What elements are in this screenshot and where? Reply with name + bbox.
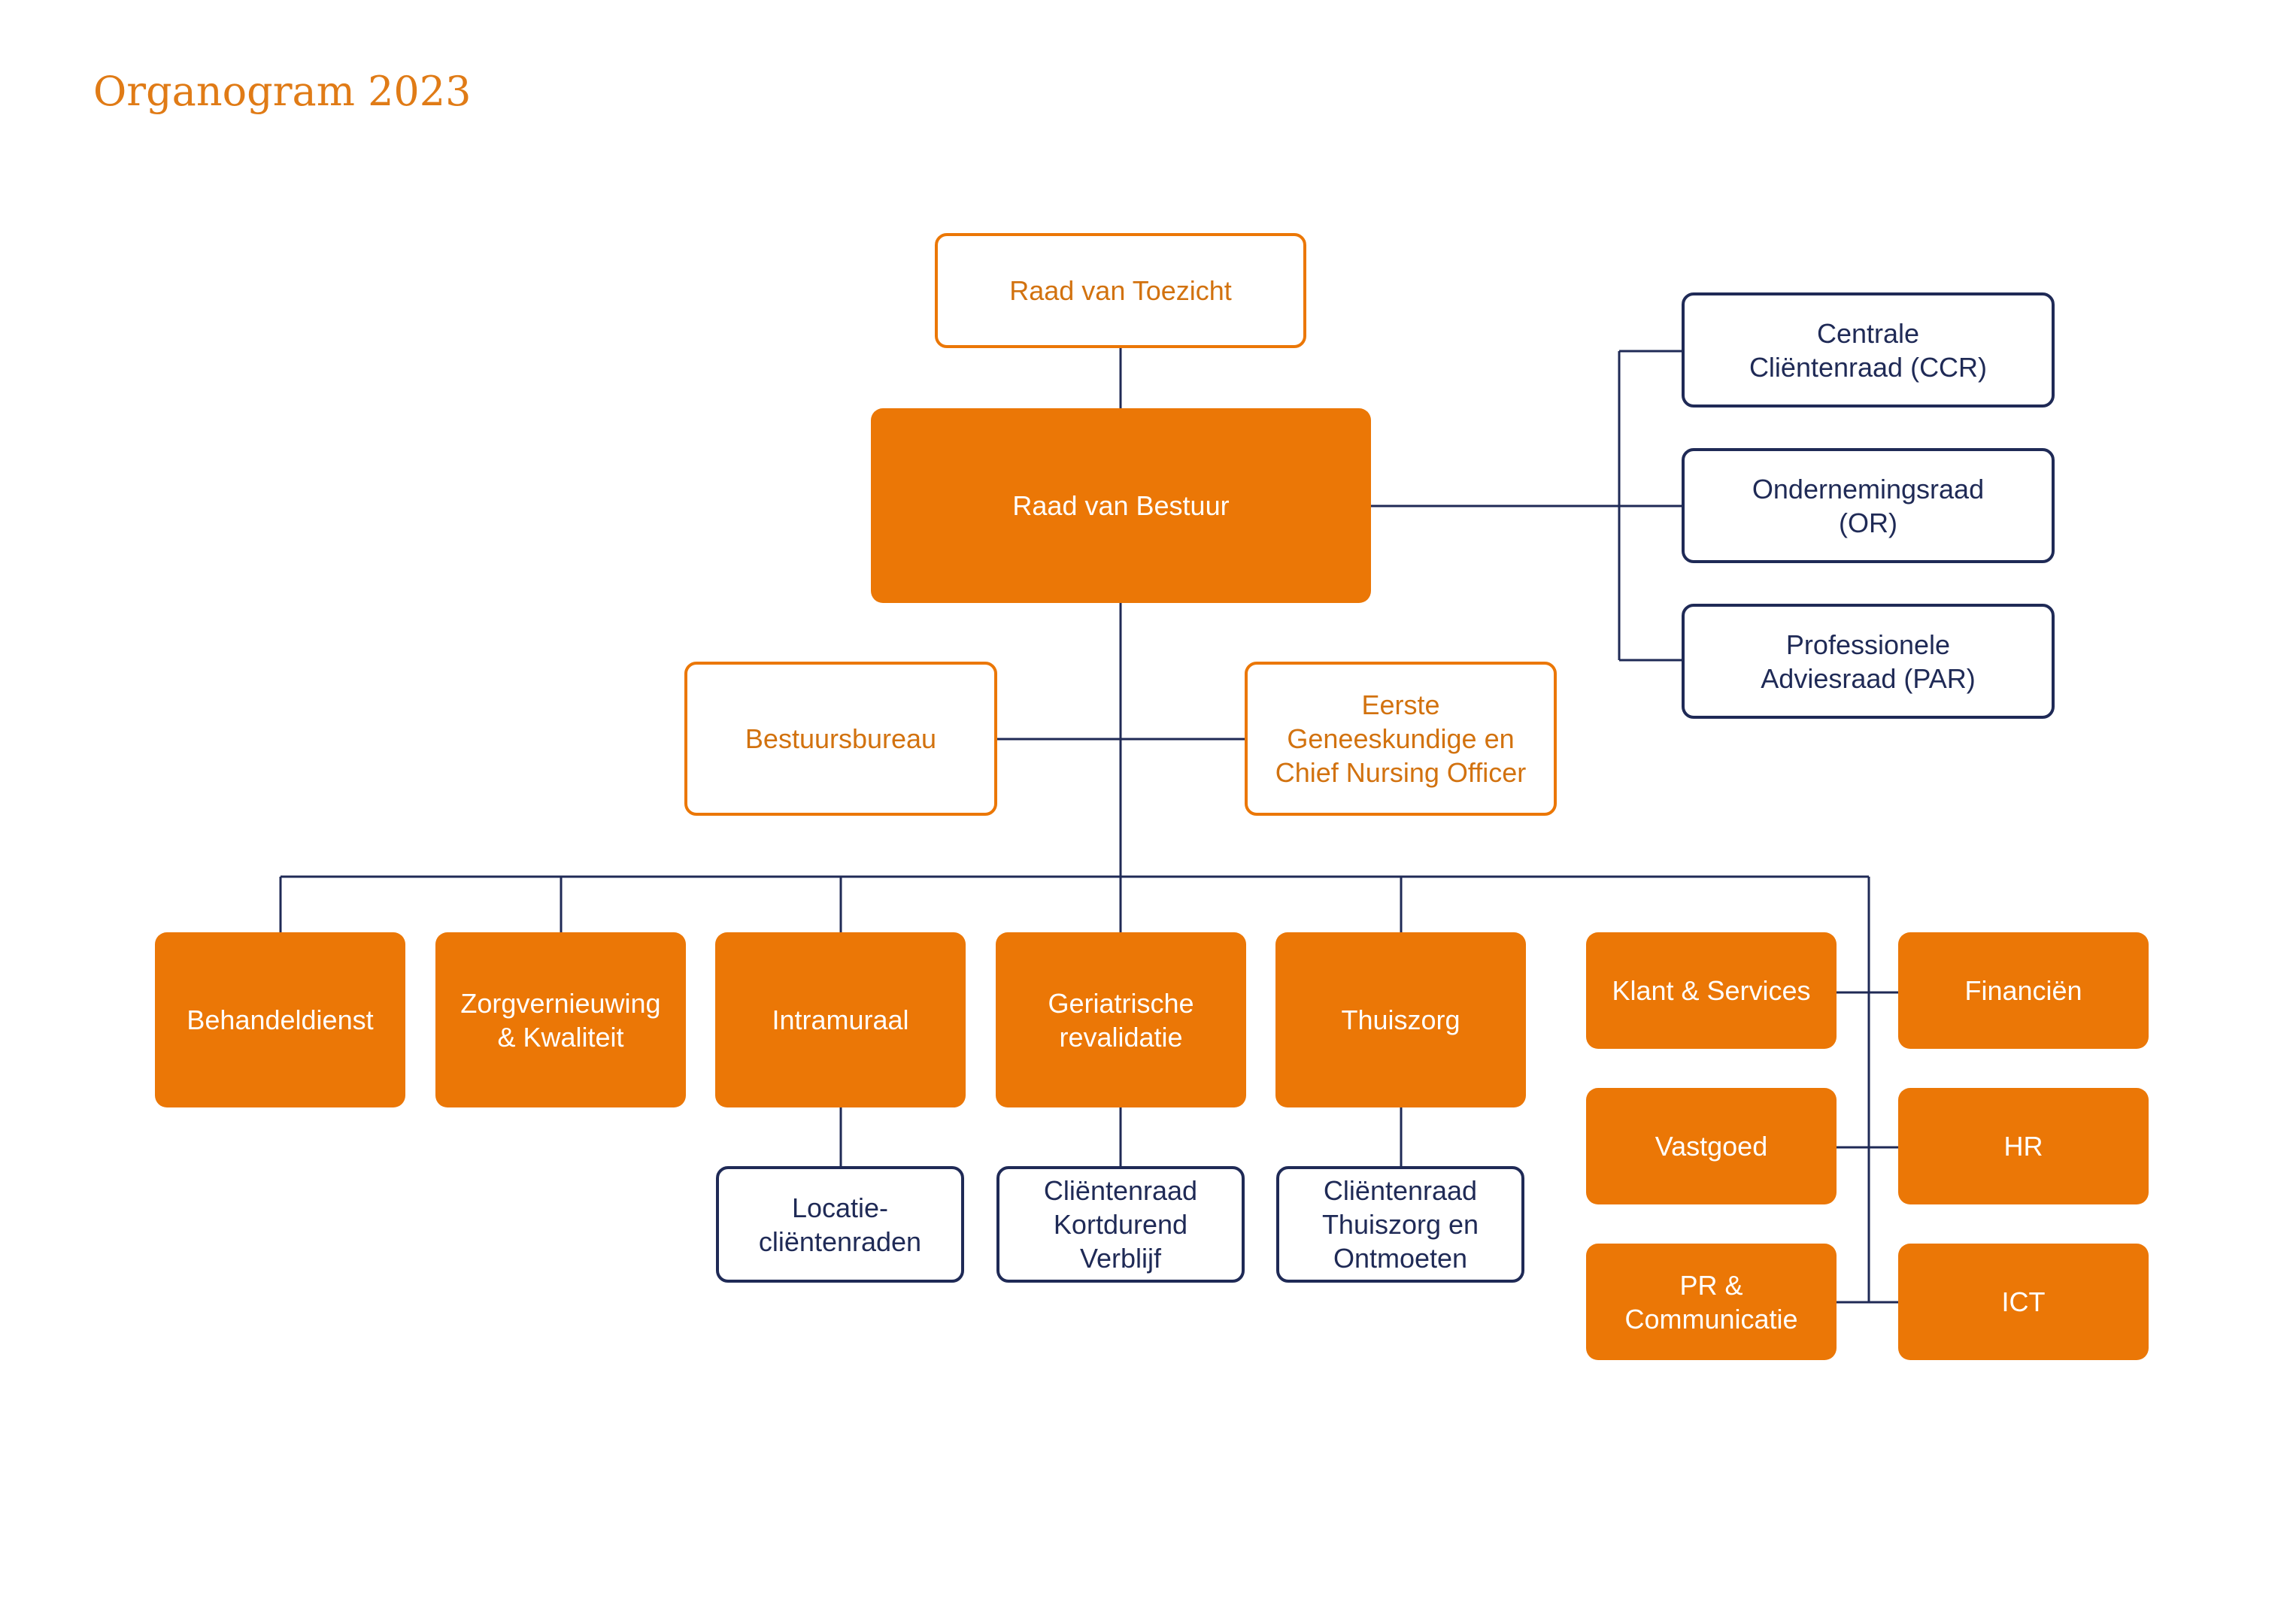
klant-services-label: Klant & Services: [1612, 975, 1811, 1006]
or-label: Ondernemingsraad (OR): [1752, 473, 1985, 538]
raad-van-toezicht-label: Raad van Toezicht: [1009, 275, 1232, 306]
eerste-geneeskundige-label: Eerste Geneeskundige en Chief Nursing Of…: [1275, 689, 1527, 788]
page-title: Organogram 2023: [93, 68, 472, 115]
geriatrische-revalidatie-box: Geriatrische revalidatie: [996, 932, 1246, 1107]
clientenraad-kortdurend-box: Cliëntenraad Kortdurend Verblijf: [996, 1166, 1245, 1283]
ccr-box: Centrale Cliëntenraad (CCR): [1682, 292, 2055, 408]
zorgvernieuwing-label: Zorgvernieuwing & Kwaliteit: [460, 987, 661, 1053]
par-box: Professionele Adviesraad (PAR): [1682, 604, 2055, 719]
hr-box: HR: [1898, 1088, 2149, 1204]
raad-van-bestuur-box: Raad van Bestuur: [871, 408, 1371, 603]
par-label: Professionele Adviesraad (PAR): [1761, 629, 1976, 694]
behandeldienst-box: Behandeldienst: [155, 932, 405, 1107]
ict-label: ICT: [2001, 1286, 2046, 1317]
thuiszorg-box: Thuiszorg: [1275, 932, 1526, 1107]
locatie-clientenraden-label: Locatie- cliëntenraden: [758, 1192, 922, 1257]
eerste-geneeskundige-box: Eerste Geneeskundige en Chief Nursing Of…: [1245, 662, 1557, 816]
clientenraad-kortdurend-label: Cliëntenraad Kortdurend Verblijf: [1043, 1175, 1198, 1274]
intramuraal-label: Intramuraal: [772, 1004, 909, 1035]
or-box: Ondernemingsraad (OR): [1682, 448, 2055, 563]
pr-communicatie-box: PR & Communicatie: [1586, 1244, 1837, 1360]
ccr-label: Centrale Cliëntenraad (CCR): [1749, 317, 1988, 383]
raad-van-bestuur-label: Raad van Bestuur: [1012, 490, 1230, 521]
financien-box: Financiën: [1898, 932, 2149, 1049]
intramuraal-box: Intramuraal: [715, 932, 966, 1107]
clientenraad-thuiszorg-box: Cliëntenraad Thuiszorg en Ontmoeten: [1276, 1166, 1524, 1283]
financien-label: Financiën: [1964, 975, 2082, 1006]
klant-services-box: Klant & Services: [1586, 932, 1837, 1049]
locatie-clientenraden-box: Locatie- cliëntenraden: [716, 1166, 964, 1283]
hr-label: HR: [2003, 1131, 2043, 1162]
behandeldienst-label: Behandeldienst: [187, 1004, 374, 1035]
ict-box: ICT: [1898, 1244, 2149, 1360]
zorgvernieuwing-box: Zorgvernieuwing & Kwaliteit: [435, 932, 686, 1107]
thuiszorg-label: Thuiszorg: [1341, 1004, 1460, 1035]
vastgoed-box: Vastgoed: [1586, 1088, 1837, 1204]
bestuursbureau-label: Bestuursbureau: [745, 723, 937, 754]
pr-communicatie-label: PR & Communicatie: [1624, 1269, 1798, 1335]
vastgoed-label: Vastgoed: [1655, 1131, 1768, 1162]
raad-van-toezicht-box: Raad van Toezicht: [935, 233, 1306, 348]
bestuursbureau-box: Bestuursbureau: [684, 662, 997, 816]
geriatrische-revalidatie-label: Geriatrische revalidatie: [1048, 987, 1194, 1053]
clientenraad-thuiszorg-label: Cliëntenraad Thuiszorg en Ontmoeten: [1321, 1175, 1479, 1274]
